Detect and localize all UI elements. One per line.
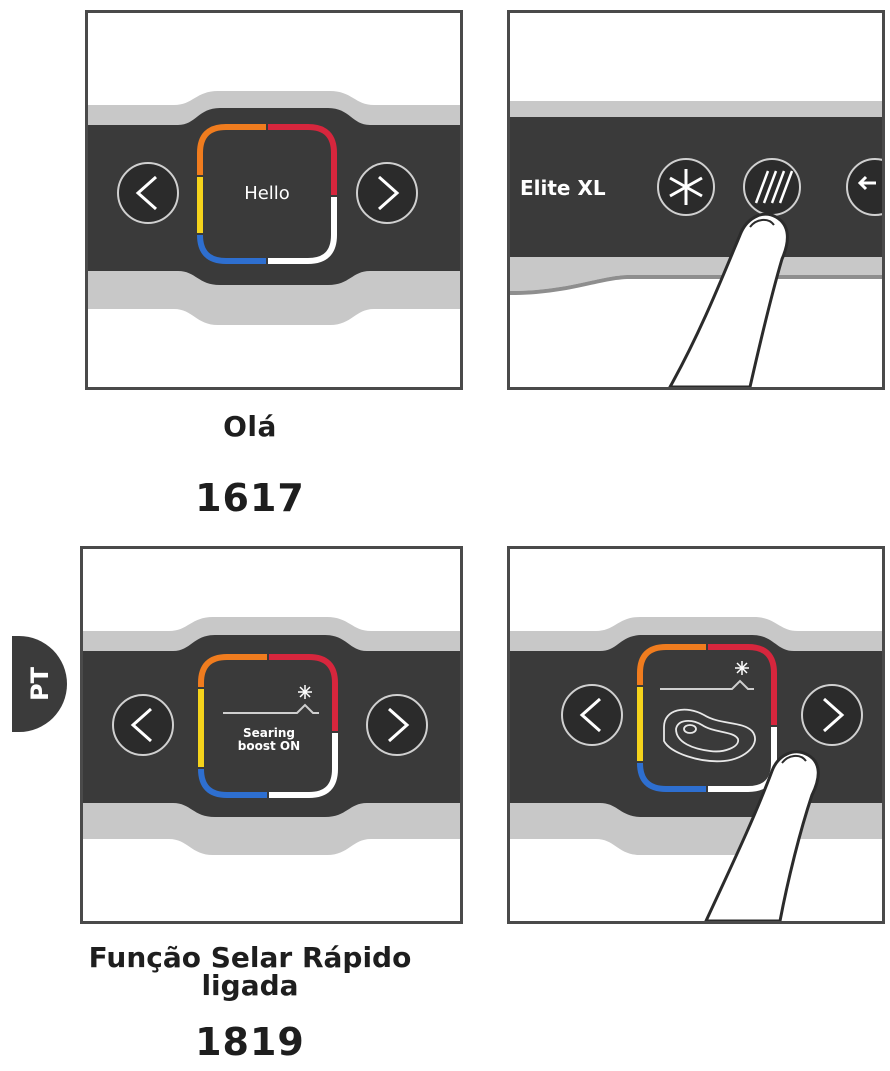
right-arrow-button[interactable] bbox=[801, 684, 863, 746]
searing-line1: Searing bbox=[243, 726, 295, 740]
controller-illustration: Elite XL bbox=[510, 101, 882, 387]
caption-funcao-line2: ligada bbox=[201, 969, 299, 1002]
sear-button[interactable] bbox=[743, 158, 801, 216]
back-button[interactable] bbox=[846, 158, 882, 216]
ring-display: Searing boost ON bbox=[198, 654, 338, 798]
caption-ola: Olá bbox=[223, 410, 277, 443]
panel-steak bbox=[507, 546, 885, 924]
sear-burst-icon bbox=[298, 685, 312, 699]
panel-hello: Hello bbox=[85, 10, 463, 390]
panel-controller: Elite XL bbox=[507, 10, 885, 390]
finger-illustration bbox=[704, 750, 820, 921]
controller-illustration: Searing boost ON bbox=[83, 617, 460, 855]
steak-icon bbox=[663, 708, 756, 763]
temperature-line-icon bbox=[223, 703, 319, 714]
snowflake-button[interactable] bbox=[657, 158, 715, 216]
left-arrow-button[interactable] bbox=[112, 694, 174, 756]
finger-illustration bbox=[668, 212, 789, 387]
ring-display bbox=[637, 644, 777, 792]
snowflake-icon bbox=[669, 169, 703, 205]
right-arrow-button[interactable] bbox=[356, 162, 418, 224]
left-arrow-button[interactable] bbox=[561, 684, 623, 746]
panel-searing: Searing boost ON bbox=[80, 546, 463, 924]
controller-illustration bbox=[510, 617, 882, 921]
step-number-bottom: 1819 bbox=[195, 1020, 305, 1064]
ring-display: Hello bbox=[197, 124, 337, 264]
screen-text: Hello bbox=[244, 183, 290, 204]
temperature-line-icon bbox=[660, 679, 754, 690]
controller-illustration: Hello bbox=[88, 91, 460, 325]
language-tab: PT bbox=[12, 636, 67, 732]
sear-hatch-icon bbox=[754, 170, 794, 204]
right-arrow-button[interactable] bbox=[366, 694, 428, 756]
left-arrow-button[interactable] bbox=[117, 162, 179, 224]
language-tab-label: PT bbox=[25, 667, 54, 701]
sear-burst-icon bbox=[735, 661, 749, 675]
caption-funcao-line1: Função Selar Rápido bbox=[88, 941, 412, 974]
searing-line2: boost ON bbox=[238, 739, 300, 753]
brand-label: Elite XL bbox=[520, 176, 606, 200]
step-number-top: 1617 bbox=[195, 476, 305, 520]
